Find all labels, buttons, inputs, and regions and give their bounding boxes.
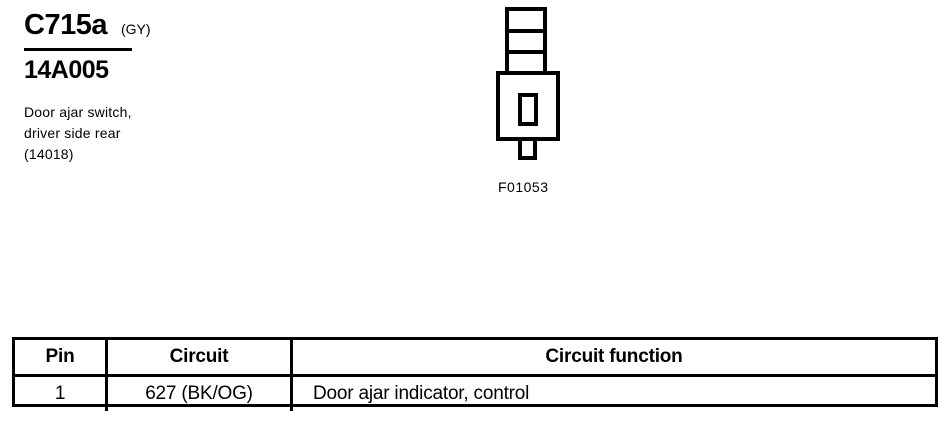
- connector-diagram: [480, 0, 600, 200]
- connector-id-underline: [24, 48, 132, 51]
- cell-pin: 1: [15, 375, 108, 411]
- connector-id-label: C715a: [24, 9, 107, 41]
- connector-identification-block: C715a (GY) 14A005 Door ajar switch, driv…: [24, 8, 284, 165]
- description-line-3: (14018): [24, 146, 74, 162]
- connector-face-view-icon: [496, 7, 560, 160]
- table-header-row: Pin Circuit Circuit function: [15, 340, 935, 377]
- pin-table: Pin Circuit Circuit function 1 627 (BK/O…: [12, 337, 938, 411]
- column-header-circuit-function: Circuit function: [291, 340, 935, 377]
- pin-table-grid: Pin Circuit Circuit function 1 627 (BK/O…: [15, 340, 935, 411]
- pin-table-header: Pin Circuit Circuit function: [15, 340, 935, 377]
- column-header-pin: Pin: [15, 340, 108, 377]
- connector-color-code-label: (GY): [120, 21, 151, 37]
- connector-id-row: C715a (GY): [24, 8, 284, 44]
- table-row: 1 627 (BK/OG) Door ajar indicator, contr…: [15, 375, 935, 411]
- connector-description: Door ajar switch, driver side rear (1401…: [24, 102, 284, 165]
- description-line-2: driver side rear: [24, 125, 121, 141]
- description-line-1: Door ajar switch,: [24, 104, 132, 120]
- cell-circuit: 627 (BK/OG): [106, 375, 293, 411]
- pin-table-body: 1 627 (BK/OG) Door ajar indicator, contr…: [15, 375, 935, 411]
- column-header-circuit: Circuit: [106, 340, 293, 377]
- cell-circuit-function: Door ajar indicator, control: [313, 383, 530, 404]
- connector-part-number: 14A005: [24, 56, 109, 84]
- connector-diagram-code: F01053: [498, 179, 549, 195]
